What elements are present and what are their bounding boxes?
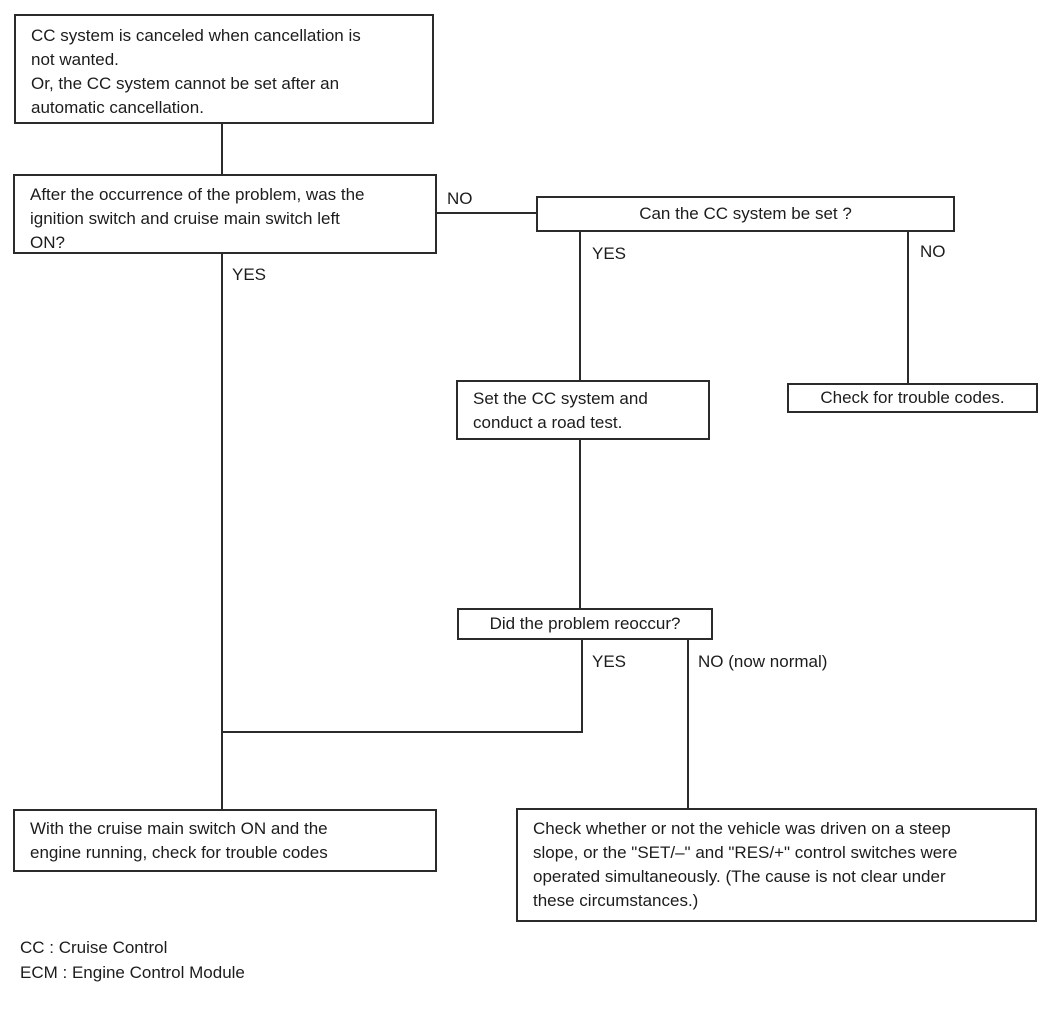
flow-box-question-switch-left-on: After the occurrence of the problem, was…: [13, 174, 437, 254]
edge-label-yes-canset: YES: [592, 244, 627, 263]
flow-box-road-test: Set the CC system and conduct a road tes…: [456, 380, 710, 440]
flow-box-check-codes-engine-running: With the cruise main switch ON and the e…: [13, 809, 437, 872]
connector-roadtest-to-reoccur: [579, 440, 581, 609]
flow-box-question-reoccur: Did the problem reoccur?: [457, 608, 713, 640]
connector-canset-no-vertical: [907, 232, 909, 383]
flow-box-question-can-set: Can the CC system be set ?: [536, 196, 955, 232]
connector-question1-yes-vertical: [221, 253, 223, 811]
edge-label-yes-reoccur: YES: [592, 652, 627, 671]
connector-canset-yes-vertical: [579, 232, 581, 380]
legend-cc: CC : Cruise Control: [20, 938, 168, 957]
flow-box-steep-slope: Check whether or not the vehicle was dri…: [516, 808, 1037, 922]
connector-question1-no-horizontal: [437, 212, 536, 214]
edge-label-no-question1: NO: [447, 189, 473, 208]
connector-reoccur-no-vertical: [687, 639, 689, 808]
edge-label-yes-question1: YES: [232, 265, 267, 284]
connector-reoccur-yes-horizontal: [221, 731, 583, 733]
connector-symptom-to-question1: [221, 124, 223, 174]
edge-label-no-canset: NO: [920, 242, 946, 261]
legend-ecm: ECM : Engine Control Module: [20, 963, 245, 982]
connector-reoccur-yes-vertical: [581, 639, 583, 733]
edge-label-no-now-normal: NO (now normal): [698, 652, 828, 671]
flow-box-symptom: CC system is canceled when cancellation …: [14, 14, 434, 124]
flow-box-check-trouble-codes: Check for trouble codes.: [787, 383, 1038, 413]
